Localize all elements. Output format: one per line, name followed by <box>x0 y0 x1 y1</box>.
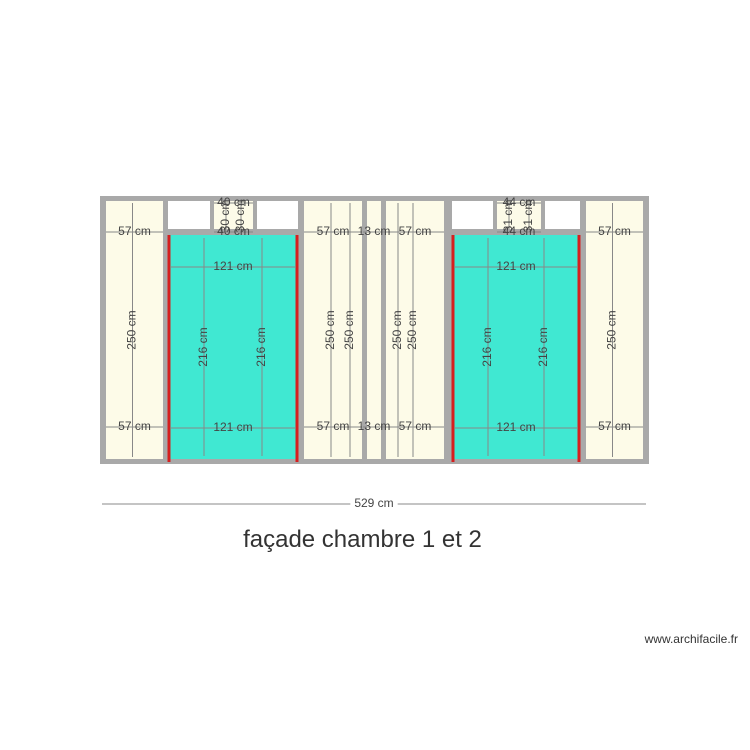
panel-width-bottom: 57 cm <box>399 419 432 433</box>
panel <box>106 201 163 459</box>
door-height: 216 cm <box>196 327 210 366</box>
transom <box>214 201 253 229</box>
window-top-white <box>168 201 210 229</box>
transom-width-top: 40 cm <box>217 195 250 209</box>
panel-width-top: 57 cm <box>399 224 432 238</box>
panel-width-top: 57 cm <box>598 224 631 238</box>
panel-height: 250 cm <box>323 310 337 349</box>
glass-door <box>452 235 580 459</box>
door-width-bottom: 121 cm <box>213 420 252 434</box>
transom-width: 40 cm <box>217 224 250 238</box>
transom-height: 31 cm <box>501 200 515 233</box>
transom-height: 30 cm <box>233 200 247 233</box>
panel-width-bottom: 57 cm <box>317 419 350 433</box>
panel <box>304 201 362 459</box>
narrow-panel <box>367 201 381 459</box>
glass-door <box>168 235 298 459</box>
door-width-top: 121 cm <box>213 259 252 273</box>
panel <box>386 201 444 459</box>
panel-height: 250 cm <box>405 310 419 349</box>
transom-height: 30 cm <box>218 200 232 233</box>
door-height: 216 cm <box>536 327 550 366</box>
door-width-top: 121 cm <box>496 259 535 273</box>
panel <box>586 201 643 459</box>
panel-height: 250 cm <box>605 310 619 349</box>
transom <box>497 201 541 229</box>
transom-width: 44 cm <box>503 224 536 238</box>
panel-height: 250 cm <box>125 310 139 349</box>
narrow-width-top: 13 cm <box>358 224 391 238</box>
watermark: www.archifacile.fr <box>644 632 738 646</box>
transom-width-top: 44 cm <box>503 195 536 209</box>
panel-width-top: 57 cm <box>317 224 350 238</box>
door-height: 216 cm <box>480 327 494 366</box>
door-width-bottom: 121 cm <box>496 420 535 434</box>
panel-width-bottom: 57 cm <box>598 419 631 433</box>
window-top-white <box>257 201 298 229</box>
window-top-white <box>452 201 493 229</box>
panel-width-bottom: 57 cm <box>118 419 151 433</box>
panel-height: 250 cm <box>342 310 356 349</box>
total-width: 529 cm <box>354 496 393 510</box>
label-bg <box>350 496 398 511</box>
window-top-white <box>545 201 580 229</box>
panel-height: 250 cm <box>390 310 404 349</box>
transom-height: 31 cm <box>521 200 535 233</box>
door-height: 216 cm <box>254 327 268 366</box>
panel-width-top: 57 cm <box>118 224 151 238</box>
plan-title: façade chambre 1 et 2 <box>243 526 482 553</box>
narrow-width-bottom: 13 cm <box>358 419 391 433</box>
